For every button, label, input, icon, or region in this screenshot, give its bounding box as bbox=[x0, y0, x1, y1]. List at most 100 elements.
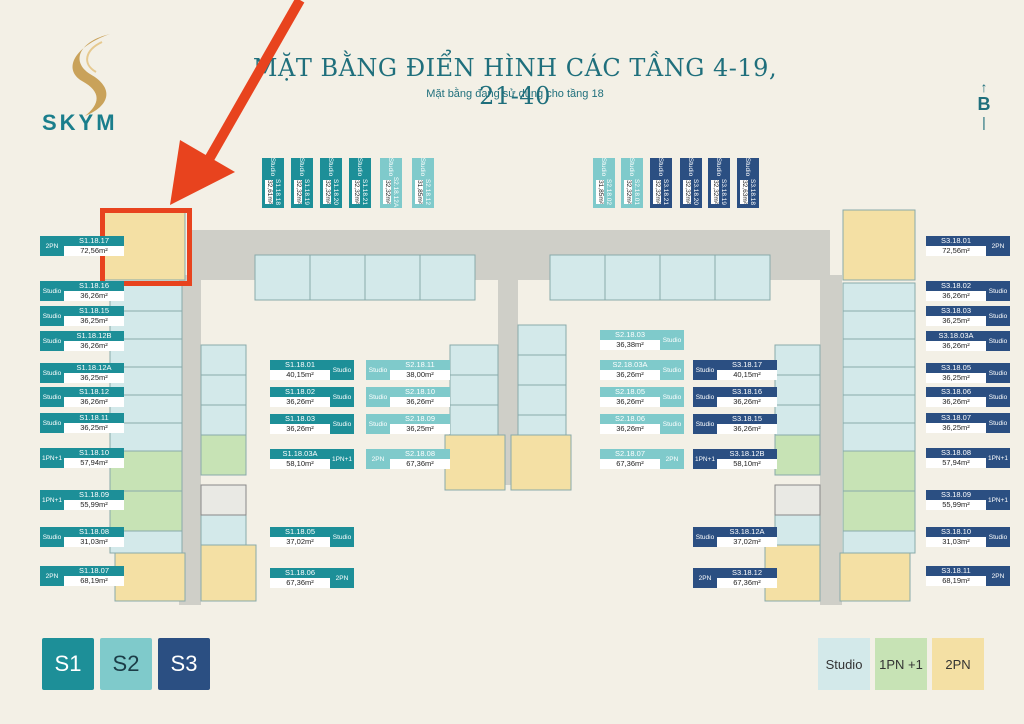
unit-code: S1.18.05 bbox=[270, 527, 330, 537]
unit-code: S2.18.02 bbox=[605, 178, 612, 206]
unit-code: S3.18.06 bbox=[926, 387, 986, 397]
unit-type: Studio bbox=[320, 158, 342, 176]
unit-area: 58,10m² bbox=[270, 459, 330, 469]
unit-area: 32,61m² bbox=[265, 180, 273, 204]
north-label: B bbox=[977, 94, 991, 114]
unit-type: 1PN+1 bbox=[986, 448, 1010, 468]
unit-type: Studio bbox=[621, 158, 643, 176]
unit-type: 2PN bbox=[40, 236, 64, 256]
unit-area: 32,63m² bbox=[740, 180, 748, 204]
unit-code: S3.18.12B bbox=[717, 449, 777, 459]
unit-area: 36,26m² bbox=[390, 397, 450, 407]
unit-code: S1.18.19 bbox=[303, 178, 310, 206]
unit-code: S1.18.12A bbox=[64, 363, 124, 373]
unit-code: S1.18.12 bbox=[64, 387, 124, 397]
unit-code: S3.18.18 bbox=[749, 178, 756, 206]
unit-area: 36,25m² bbox=[926, 316, 986, 326]
unit-type: Studio bbox=[330, 527, 354, 547]
page-title: MẶT BẰNG ĐIỂN HÌNH CÁC TẦNG 4-19, 21-40 bbox=[252, 54, 778, 110]
unit-type: Studio bbox=[986, 363, 1010, 383]
unit-area: 32,32m² bbox=[711, 180, 719, 204]
unit-code: S3.18.08 bbox=[926, 448, 986, 458]
unit-code: S3.18.05 bbox=[926, 363, 986, 373]
unit-area: 36,26m² bbox=[926, 341, 986, 351]
unit-code: S2.18.07 bbox=[600, 449, 660, 459]
unit-area: 67,36m² bbox=[390, 459, 450, 469]
unit-code: S3.18.07 bbox=[926, 413, 986, 423]
unit-type: 2PN bbox=[986, 236, 1010, 256]
unit-code: S1.18.12B bbox=[64, 331, 124, 341]
unit-code: S1.18.17 bbox=[64, 236, 124, 246]
unit-code: S3.18.12 bbox=[717, 568, 777, 578]
unit-code: S3.18.09 bbox=[926, 490, 986, 500]
unit-area: 32,32m² bbox=[383, 180, 391, 204]
unit-area: 32,32m² bbox=[323, 180, 331, 204]
unit-area: 38,00m² bbox=[390, 370, 450, 380]
unit-area: 36,25m² bbox=[926, 423, 986, 433]
unit-area: 36,26m² bbox=[600, 424, 660, 434]
unit-area: 31,85m² bbox=[415, 180, 423, 204]
unit-type: Studio bbox=[40, 387, 64, 407]
unit-code: S1.18.07 bbox=[64, 566, 124, 576]
unit-area: 37,02m² bbox=[270, 537, 330, 547]
unit-code: S1.18.18 bbox=[274, 178, 281, 206]
unit-area: 32,32m² bbox=[294, 180, 302, 204]
unit-code: S3.18.03 bbox=[926, 306, 986, 316]
unit-type: 2PN bbox=[366, 449, 390, 469]
unit-area: 36,26m² bbox=[64, 291, 124, 301]
unit-type: Studio bbox=[986, 306, 1010, 326]
unit-area: 67,36m² bbox=[600, 459, 660, 469]
unit-code: S1.18.21 bbox=[361, 178, 368, 206]
unit-type: 1PN+1 bbox=[986, 490, 1010, 510]
unit-area: 36,25m² bbox=[64, 423, 124, 433]
unit-area: 32,32m² bbox=[624, 180, 632, 204]
unit-type: Studio bbox=[693, 414, 717, 434]
unit-type: Studio bbox=[380, 158, 402, 176]
unit-type: Studio bbox=[40, 281, 64, 301]
unit-type: Studio bbox=[660, 387, 684, 407]
unit-area: 36,26m² bbox=[717, 397, 777, 407]
unit-type: Studio bbox=[693, 360, 717, 380]
unit-area: 55,99m² bbox=[926, 500, 986, 510]
unit-area: 40,15m² bbox=[270, 370, 330, 380]
unit-code: S2.18.08 bbox=[390, 449, 450, 459]
unit-area: 36,25m² bbox=[926, 373, 986, 383]
unit-type: Studio bbox=[366, 387, 390, 407]
unit-area: 36,26m² bbox=[926, 397, 986, 407]
unit-code: S3.18.10 bbox=[926, 527, 986, 537]
unit-area: 31,85m² bbox=[596, 180, 604, 204]
unit-code: S3.18.02 bbox=[926, 281, 986, 291]
unit-code: S3.18.21 bbox=[662, 178, 669, 206]
